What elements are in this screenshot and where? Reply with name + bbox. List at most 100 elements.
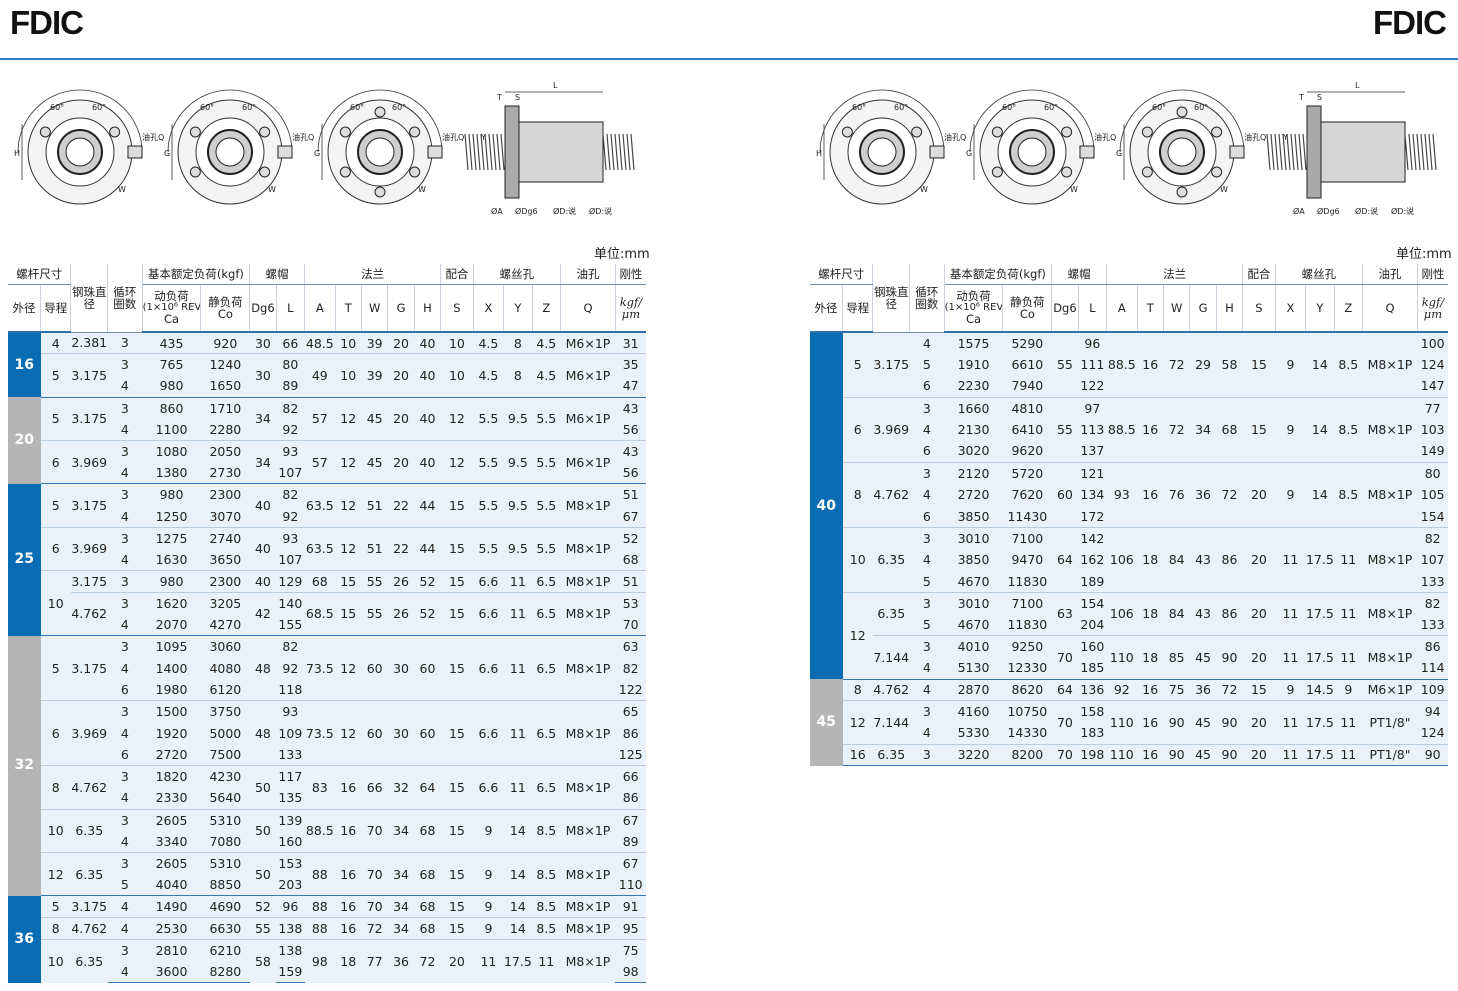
stiffness-cell: 90 bbox=[1417, 743, 1448, 767]
nut-body bbox=[518, 121, 604, 183]
stiffness-cell: 43 bbox=[615, 439, 646, 463]
nut-dg6-cell: 58 bbox=[249, 938, 277, 983]
hdr-y-cell: Y bbox=[503, 284, 533, 333]
hdr-ball-cell: 钢珠直径 bbox=[70, 264, 109, 333]
dynamic-load-cell: 1095 bbox=[142, 635, 201, 658]
oil-hole-cell: M8×1P bbox=[560, 917, 616, 940]
flange-g-cell: 29 bbox=[1189, 331, 1217, 398]
nut-dg6-cell: 50 bbox=[249, 851, 277, 896]
bolt-hole-y-cell: 9.5 bbox=[503, 483, 533, 528]
oil-hole-cell: M8×1P bbox=[560, 570, 616, 593]
hdr-basic-load: 基本额定负荷(kgf) bbox=[949, 266, 1046, 281]
nut-dg6-cell: 40 bbox=[249, 483, 277, 528]
bolt-hole-x-cell: 6.6 bbox=[473, 570, 504, 593]
bolt-hole bbox=[189, 126, 201, 138]
bolt-hole-z-cell: 8.5 bbox=[532, 808, 561, 853]
flange-h-cell: 90 bbox=[1216, 700, 1243, 745]
nut-length-cell: 140 bbox=[276, 591, 305, 614]
ball-diameter-cell: 4.762 bbox=[872, 678, 910, 701]
y-label: Y bbox=[480, 133, 486, 142]
stiffness-cell: 51 bbox=[615, 483, 646, 506]
hdr-bolt-hole-cell: 螺丝孔 bbox=[1275, 264, 1364, 285]
dia-a-label: ØA bbox=[1293, 206, 1305, 216]
flange-h-cell: 52 bbox=[414, 570, 441, 593]
oil-hole-cell: PT1/8" bbox=[1362, 743, 1418, 767]
stiffness-cell: 82 bbox=[615, 657, 646, 679]
nut-dg6-cell: 63 bbox=[1051, 591, 1079, 636]
oil-hole-label: 油孔Q bbox=[142, 132, 164, 142]
flange-a-cell: 88 bbox=[304, 895, 336, 918]
bolt-hole bbox=[911, 126, 923, 138]
thread-line bbox=[488, 133, 493, 171]
stiffness-cell: 56 bbox=[615, 418, 646, 441]
bolt-hole bbox=[1061, 126, 1073, 138]
hdr-h: H bbox=[423, 300, 432, 315]
nut-length-cell: 121 bbox=[1078, 461, 1107, 484]
hdr-shaft: 螺杆尺寸 bbox=[16, 266, 63, 281]
stiffness-cell: 77 bbox=[1417, 396, 1448, 419]
hdr-dyn-1: 动负荷 bbox=[154, 289, 189, 304]
nut-dg6-cell: 30 bbox=[249, 331, 277, 354]
ball-diameter-cell: 6.35 bbox=[872, 591, 910, 636]
stiffness-cell: 91 bbox=[615, 895, 646, 918]
flange-h-cell: 72 bbox=[1216, 461, 1243, 528]
stiffness-cell: 68 bbox=[615, 548, 646, 571]
thread-line bbox=[622, 133, 627, 171]
bolt-hole bbox=[841, 126, 853, 138]
oil-hole-cell: M8×1P bbox=[1362, 591, 1418, 636]
flange-w-cell: 45 bbox=[361, 396, 388, 441]
oil-hole-label: 油孔Q bbox=[1094, 132, 1116, 142]
nut-length-cell: 153 bbox=[276, 852, 305, 875]
flange-t-cell: 12 bbox=[335, 526, 362, 571]
circuits-cell: 3 bbox=[107, 570, 143, 593]
hdr-fit-cell: 配合 bbox=[1242, 264, 1276, 285]
static-load-cell: 5290 bbox=[1002, 331, 1052, 354]
circuits-cell: 3 bbox=[107, 938, 143, 961]
hdr-a-cell: A bbox=[1106, 284, 1138, 333]
nut-length-cell: 172 bbox=[1078, 505, 1107, 528]
thread-line bbox=[468, 133, 473, 171]
flange-body bbox=[504, 105, 520, 199]
flange-g-cell: 36 bbox=[1189, 461, 1217, 528]
nut-length-cell: 96 bbox=[276, 895, 305, 918]
bolt-hole-y-cell: 9.5 bbox=[503, 439, 533, 484]
oil-hole-cell: M8×1P bbox=[560, 483, 616, 528]
bolt-hole bbox=[991, 126, 1003, 138]
thread-line bbox=[476, 133, 481, 171]
hdr-lead: 导程 bbox=[846, 300, 870, 315]
fit-s-cell: 15 bbox=[440, 591, 474, 636]
hdr-q: Q bbox=[1385, 300, 1395, 315]
dynamic-load-cell: 1500 bbox=[142, 700, 201, 723]
dimension-label: G bbox=[966, 149, 972, 158]
w-label: W bbox=[418, 185, 426, 194]
circuits-cell: 6 bbox=[909, 440, 945, 463]
bolt-hole-y-cell: 17.5 bbox=[1305, 526, 1335, 593]
nut-length-cell: 92 bbox=[276, 418, 305, 441]
oil-hole-cell: M8×1P bbox=[1362, 635, 1418, 679]
hdr-l-cell: L bbox=[1078, 284, 1108, 333]
outer-diameter-cell: 32 bbox=[8, 635, 41, 896]
circuits-cell: 3 bbox=[909, 743, 945, 767]
dynamic-load-cell: 980 bbox=[142, 375, 201, 398]
hdr-g: G bbox=[1198, 300, 1208, 315]
hdr-dg6: Dg6 bbox=[251, 300, 275, 315]
dynamic-load-cell: 1490 bbox=[142, 895, 201, 918]
flange-w-cell: 51 bbox=[361, 483, 388, 528]
dynamic-load-cell: 1080 bbox=[142, 439, 201, 463]
hdr-dyn-3: Ca bbox=[163, 312, 180, 326]
dynamic-load-cell: 1575 bbox=[944, 331, 1003, 354]
flange-h-cell: 60 bbox=[414, 635, 441, 701]
flange-g-cell: 34 bbox=[387, 895, 415, 918]
oil-hole-label: 油孔Q bbox=[442, 132, 464, 142]
dynamic-load-cell: 1620 bbox=[142, 591, 201, 614]
nut-dg6-cell: 64 bbox=[1051, 526, 1079, 593]
